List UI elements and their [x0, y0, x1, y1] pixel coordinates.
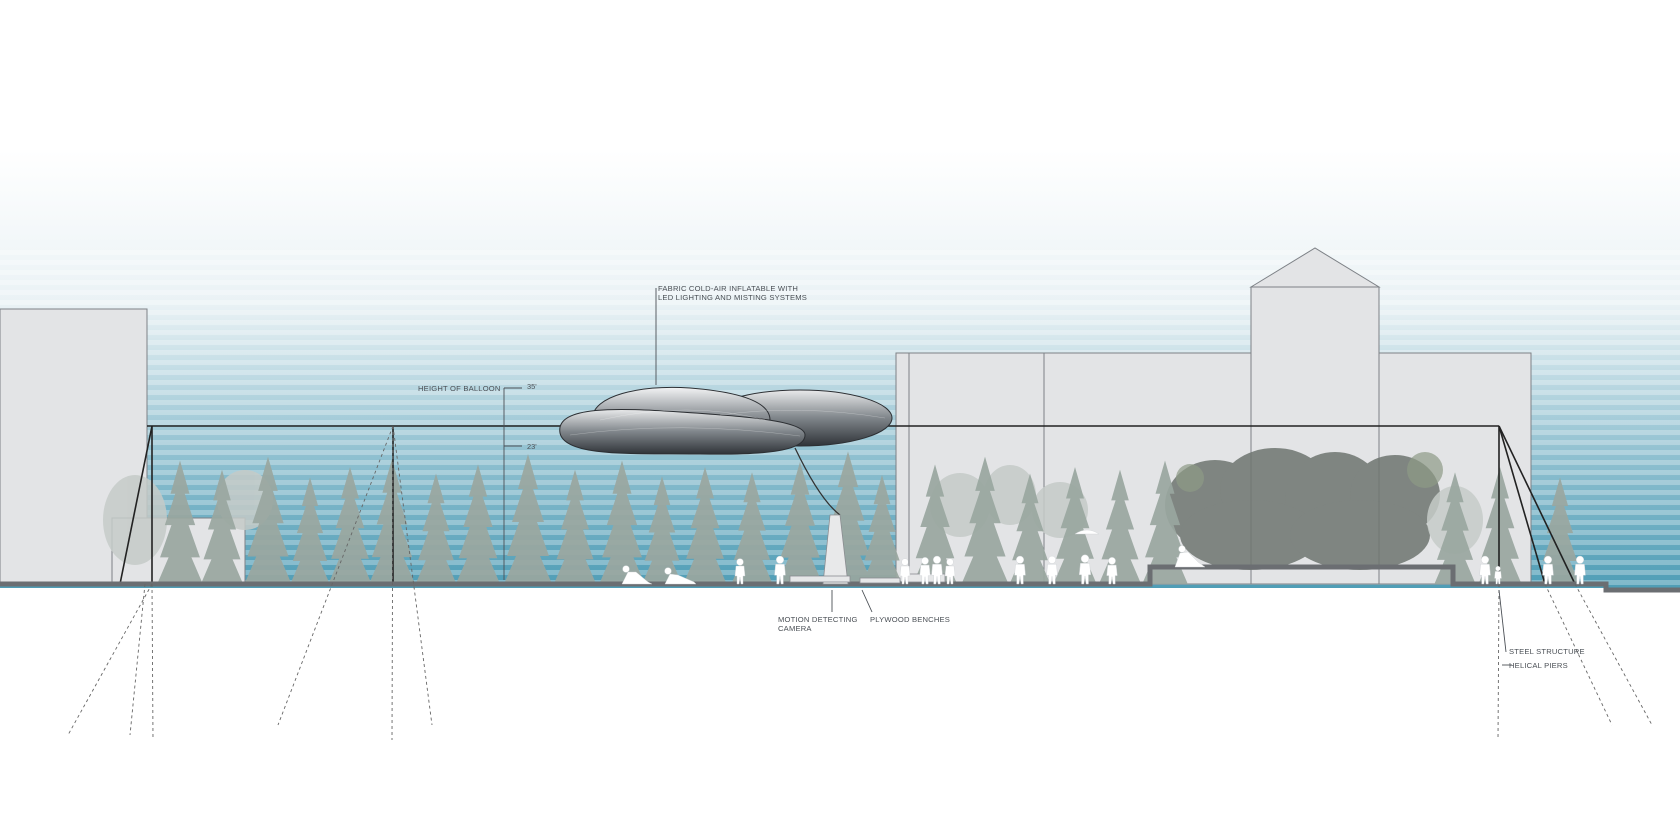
steel-structure-label: STEEL STRUCTURE: [1509, 647, 1585, 656]
benches-label: PLYWOOD BENCHES: [870, 615, 950, 624]
inflatable-label-line2: LED LIGHTING AND MISTING SYSTEMS: [658, 293, 807, 302]
people: [621, 529, 1587, 585]
deciduous-highlights: [1176, 452, 1443, 492]
dimension-35-label: 35': [527, 382, 537, 391]
camera-label-line1: MOTION DETECTING: [778, 615, 858, 624]
ground-line: [0, 564, 1680, 593]
inflatable-balloon: [559, 387, 893, 516]
dimension-23-label: 23': [527, 442, 537, 451]
leader-lines: [503, 288, 1512, 666]
camera-post: [822, 514, 849, 585]
helical-piers: [67, 425, 1653, 741]
helical-piers-label: HELICAL PIERS: [1509, 661, 1568, 670]
inflatable-label-line1: FABRIC COLD-AIR INFLATABLE WITH: [658, 284, 798, 293]
balloon-tether: [794, 447, 841, 516]
height-of-balloon-label: HEIGHT OF BALLOON: [418, 384, 501, 393]
camera-label-line2: CAMERA: [778, 624, 812, 633]
tower-roof: [1249, 247, 1381, 288]
deciduous-trees: [1165, 448, 1440, 570]
